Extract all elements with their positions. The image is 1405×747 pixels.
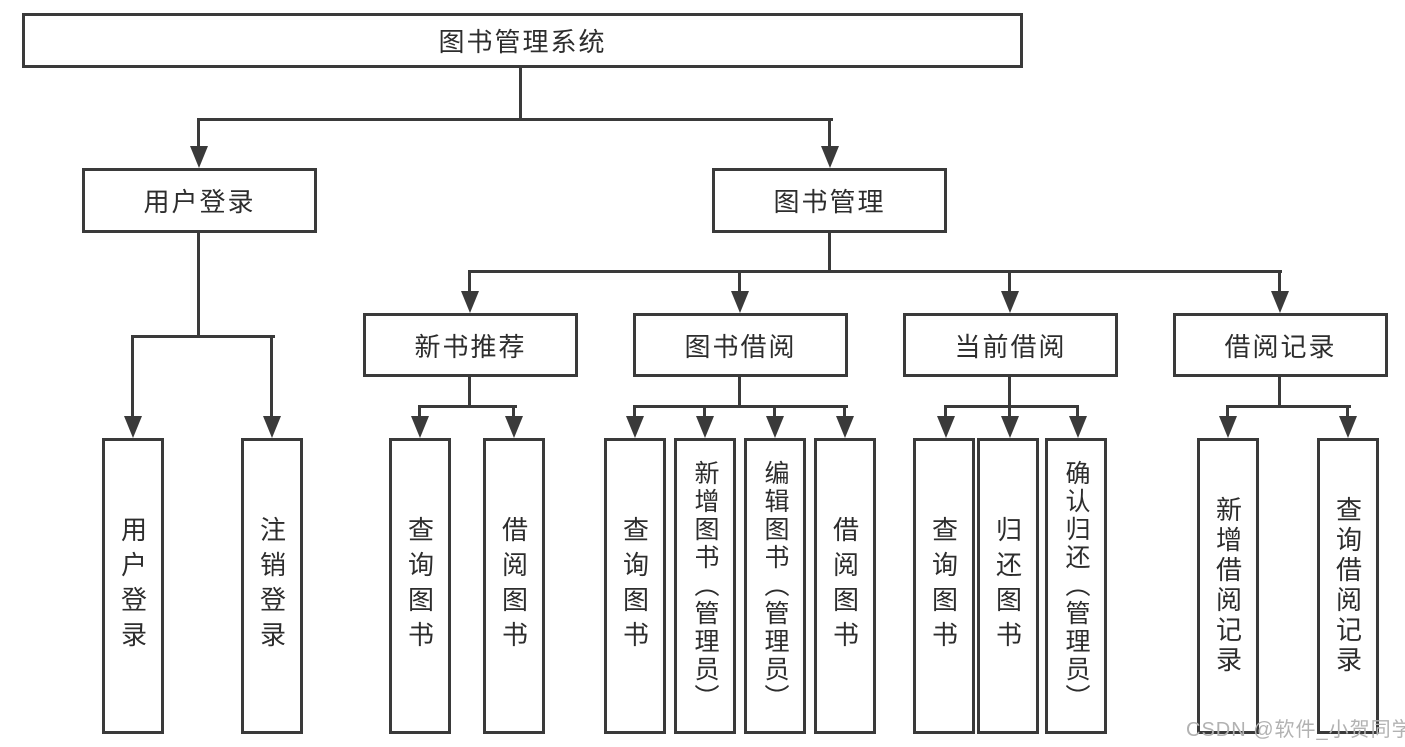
connector-recommend-rail: [418, 405, 517, 408]
connector-user-login-stem: [197, 231, 200, 338]
connector-root-drop-left: [197, 118, 200, 150]
arrow-down-icon: [411, 416, 429, 438]
leaf-user-login: 用户登录: [102, 438, 164, 734]
connector-records-stem: [1278, 375, 1281, 408]
node-book-management: 图书管理: [712, 168, 947, 233]
arrow-down-icon: [1219, 416, 1237, 438]
leaf-recommend-borrow-books-label: 借阅图书: [498, 516, 529, 656]
connector-user-login-drop-2: [270, 335, 273, 418]
leaf-recommend-query-books: 查询图书: [389, 438, 451, 734]
connector-book-mgmt-stem: [828, 231, 831, 273]
leaf-current-return-books-label: 归还图书: [992, 516, 1023, 656]
connector-root-rail: [197, 118, 833, 121]
leaf-borrow-edit-books-admin: 编辑图书（管理员）: [744, 438, 806, 734]
node-borrow-records-label: 借阅记录: [1224, 331, 1337, 362]
leaf-records-query-record-label: 查询借阅记录: [1332, 496, 1363, 676]
connector-root-stem: [519, 66, 522, 120]
arrow-down-icon: [821, 146, 839, 168]
connector-root-drop-right: [828, 118, 831, 150]
connector-current-drop-3: [1076, 405, 1079, 418]
leaf-borrow-query-books-label: 查询图书: [619, 516, 650, 656]
connector-borrow-drop-2: [703, 405, 706, 418]
connector-book-mgmt-drop-4: [1278, 270, 1281, 293]
node-new-book-recommend: 新书推荐: [363, 313, 578, 377]
node-root-label: 图书管理系统: [438, 27, 607, 57]
leaf-logout-label: 注销登录: [256, 516, 287, 656]
arrow-down-icon: [505, 416, 523, 438]
node-current-borrow: 当前借阅: [903, 313, 1118, 377]
leaf-current-query-books: 查询图书: [913, 438, 975, 734]
arrow-down-icon: [1339, 416, 1357, 438]
arrow-down-icon: [263, 416, 281, 438]
leaf-current-confirm-return-admin: 确认归还（管理员）: [1045, 438, 1107, 734]
connector-book-mgmt-rail: [468, 270, 1282, 273]
node-new-book-recommend-label: 新书推荐: [414, 331, 527, 362]
connector-borrow-rail: [633, 405, 848, 408]
leaf-records-add-record: 新增借阅记录: [1197, 438, 1259, 734]
node-user-login: 用户登录: [82, 168, 317, 233]
connector-recommend-stem: [468, 375, 471, 408]
node-current-borrow-label: 当前借阅: [954, 331, 1067, 362]
connector-book-mgmt-drop-2: [738, 270, 741, 293]
connector-records-drop-1: [1226, 405, 1229, 418]
node-user-login-label: 用户登录: [143, 187, 256, 217]
connector-current-rail: [944, 405, 1079, 408]
connector-book-mgmt-drop-3: [1008, 270, 1011, 293]
arrow-down-icon: [190, 146, 208, 168]
arrow-down-icon: [124, 416, 142, 438]
arrow-down-icon: [836, 416, 854, 438]
node-book-borrow: 图书借阅: [633, 313, 848, 377]
leaf-user-login-label: 用户登录: [117, 516, 148, 656]
arrow-down-icon: [461, 291, 479, 313]
leaf-borrow-add-books-admin: 新增图书（管理员）: [674, 438, 736, 734]
arrow-down-icon: [696, 416, 714, 438]
connector-recommend-drop-1: [418, 405, 421, 418]
arrow-down-icon: [626, 416, 644, 438]
arrow-down-icon: [1001, 416, 1019, 438]
node-book-management-label: 图书管理: [773, 187, 886, 217]
connector-records-rail: [1226, 405, 1351, 408]
node-book-borrow-label: 图书借阅: [684, 331, 797, 362]
connector-borrow-drop-1: [633, 405, 636, 418]
arrow-down-icon: [1069, 416, 1087, 438]
leaf-records-add-record-label: 新增借阅记录: [1212, 496, 1243, 676]
leaf-logout: 注销登录: [241, 438, 303, 734]
arrow-down-icon: [937, 416, 955, 438]
connector-borrow-drop-4: [843, 405, 846, 418]
connector-book-mgmt-drop-1: [468, 270, 471, 293]
leaf-borrow-add-books-admin-label: 新增图书（管理员）: [691, 460, 719, 712]
arrow-down-icon: [731, 291, 749, 313]
connector-user-login-drop-1: [131, 335, 134, 418]
connector-current-drop-1: [944, 405, 947, 418]
node-borrow-records: 借阅记录: [1173, 313, 1388, 377]
leaf-current-query-books-label: 查询图书: [928, 516, 959, 656]
leaf-borrow-edit-books-admin-label: 编辑图书（管理员）: [761, 460, 789, 712]
leaf-recommend-borrow-books: 借阅图书: [483, 438, 545, 734]
connector-records-drop-2: [1346, 405, 1349, 418]
leaf-borrow-borrow-books-label: 借阅图书: [829, 516, 860, 656]
arrow-down-icon: [1271, 291, 1289, 313]
arrow-down-icon: [1001, 291, 1019, 313]
leaf-current-confirm-return-admin-label: 确认归还（管理员）: [1062, 460, 1090, 712]
leaf-borrow-query-books: 查询图书: [604, 438, 666, 734]
watermark-text: CSDN @软件_小贺同学: [1186, 719, 1405, 741]
connector-current-drop-2: [1008, 405, 1011, 418]
node-root: 图书管理系统: [22, 13, 1023, 68]
connector-borrow-stem: [738, 375, 741, 408]
arrow-down-icon: [766, 416, 784, 438]
leaf-recommend-query-books-label: 查询图书: [404, 516, 435, 656]
connector-recommend-drop-2: [512, 405, 515, 418]
connector-borrow-drop-3: [773, 405, 776, 418]
connector-current-stem: [1008, 375, 1011, 408]
leaf-records-query-record: 查询借阅记录: [1317, 438, 1379, 734]
connector-user-login-rail: [131, 335, 275, 338]
leaf-borrow-borrow-books: 借阅图书: [814, 438, 876, 734]
leaf-current-return-books: 归还图书: [977, 438, 1039, 734]
